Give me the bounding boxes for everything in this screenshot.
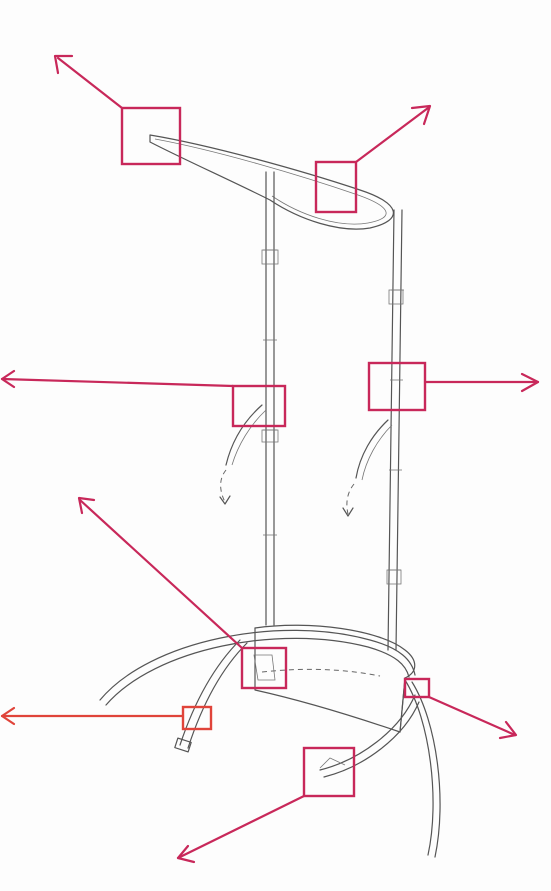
callout-lower-left — [0, 705, 213, 731]
callout-top-left — [53, 54, 182, 166]
callout-top-right — [314, 104, 432, 214]
callout-base-joint — [77, 496, 288, 690]
callout-mid-left — [0, 369, 287, 428]
base-arcs — [99, 629, 441, 858]
callout-mid-right — [367, 361, 540, 412]
callout-bottom — [176, 746, 356, 864]
left-hinge-motion — [219, 404, 267, 505]
right-pole — [386, 209, 404, 651]
structure-drawing — [99, 134, 441, 858]
top-loop — [149, 134, 394, 230]
right-hinge-motion — [342, 419, 393, 517]
callout-small-right — [403, 677, 518, 740]
left-pole — [261, 171, 279, 626]
